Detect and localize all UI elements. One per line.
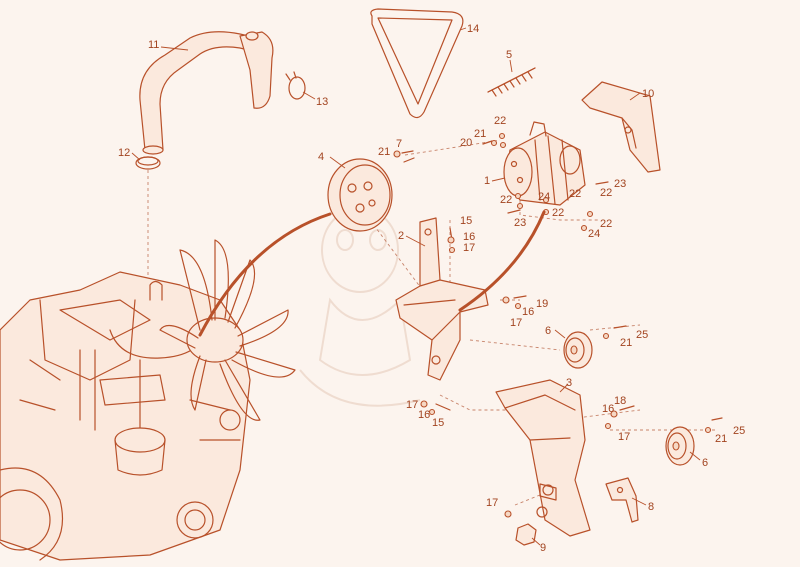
part-nut-9: [515, 523, 537, 546]
part-labels: 11 12 13 14 5 10 4 21 7 21 22 20 1 22 23…: [118, 23, 745, 554]
part-bracket-3: [495, 379, 591, 537]
label-part-1: 1: [484, 175, 490, 187]
label-part-16-a: 16: [463, 231, 475, 243]
part-bracket-8: [605, 477, 639, 523]
label-part-5: 5: [506, 49, 512, 61]
label-part-16-c: 16: [418, 409, 430, 421]
label-part-16-b: 16: [522, 306, 534, 318]
label-part-8: 8: [648, 501, 654, 513]
label-part-11: 11: [148, 39, 159, 51]
label-part-21-b: 21: [474, 128, 486, 140]
label-part-22-f: 22: [569, 188, 581, 200]
leader-lines: [131, 27, 701, 546]
label-part-24-b: 24: [588, 228, 600, 240]
label-part-21-d: 21: [715, 433, 727, 445]
label-part-21-a: 21: [378, 146, 390, 158]
label-part-22-c: 22: [552, 207, 564, 219]
label-part-6-a: 6: [545, 325, 551, 337]
part-fan: [159, 239, 296, 421]
label-part-22-b: 22: [500, 194, 512, 206]
label-part-23-b: 23: [614, 178, 626, 190]
part-clamp-12: [135, 156, 161, 170]
label-part-25-b: 25: [733, 425, 745, 437]
label-part-17-e: 17: [486, 497, 498, 509]
label-part-21-c: 21: [620, 337, 632, 349]
part-pulley-6-lower: [665, 426, 695, 466]
label-part-17-d: 17: [618, 431, 630, 443]
label-part-22-e: 22: [600, 218, 612, 230]
label-part-19: 19: [536, 298, 548, 310]
label-part-12: 12: [118, 147, 130, 159]
part-pulley-6-upper: [563, 331, 593, 369]
label-part-3: 3: [566, 377, 572, 389]
part-cover: [581, 81, 661, 173]
label-part-15-a: 15: [460, 215, 472, 227]
label-part-20: 20: [460, 137, 472, 149]
label-part-9: 9: [540, 542, 546, 554]
label-part-23-a: 23: [514, 217, 526, 229]
label-part-17-b: 17: [510, 317, 522, 329]
label-part-10: 10: [642, 88, 654, 100]
label-part-6-b: 6: [702, 457, 708, 469]
label-part-14: 14: [467, 23, 479, 35]
label-part-22-d: 22: [600, 187, 612, 199]
fasteners: [393, 132, 723, 518]
part-compressor: [503, 121, 586, 206]
part-belt: [370, 8, 464, 119]
label-part-7: 7: [396, 138, 402, 150]
label-part-18: 18: [614, 395, 626, 407]
part-pulley-4: [327, 158, 393, 232]
label-part-22-a: 22: [494, 115, 506, 127]
label-part-13: 13: [316, 96, 328, 108]
label-part-4: 4: [318, 151, 324, 163]
label-part-17-c: 17: [406, 399, 418, 411]
part-bracket-2: [395, 217, 489, 381]
part-spring-hose: [487, 67, 536, 97]
label-part-2: 2: [398, 230, 404, 242]
label-part-24-a: 24: [538, 191, 550, 203]
part-hose: [139, 31, 274, 155]
label-part-16-d: 16: [602, 403, 614, 415]
part-clamp-13: [285, 71, 306, 100]
mounting-arrows: [198, 210, 546, 337]
label-part-25-a: 25: [636, 329, 648, 341]
label-part-15-b: 15: [432, 417, 444, 429]
label-part-17-a: 17: [463, 242, 475, 254]
